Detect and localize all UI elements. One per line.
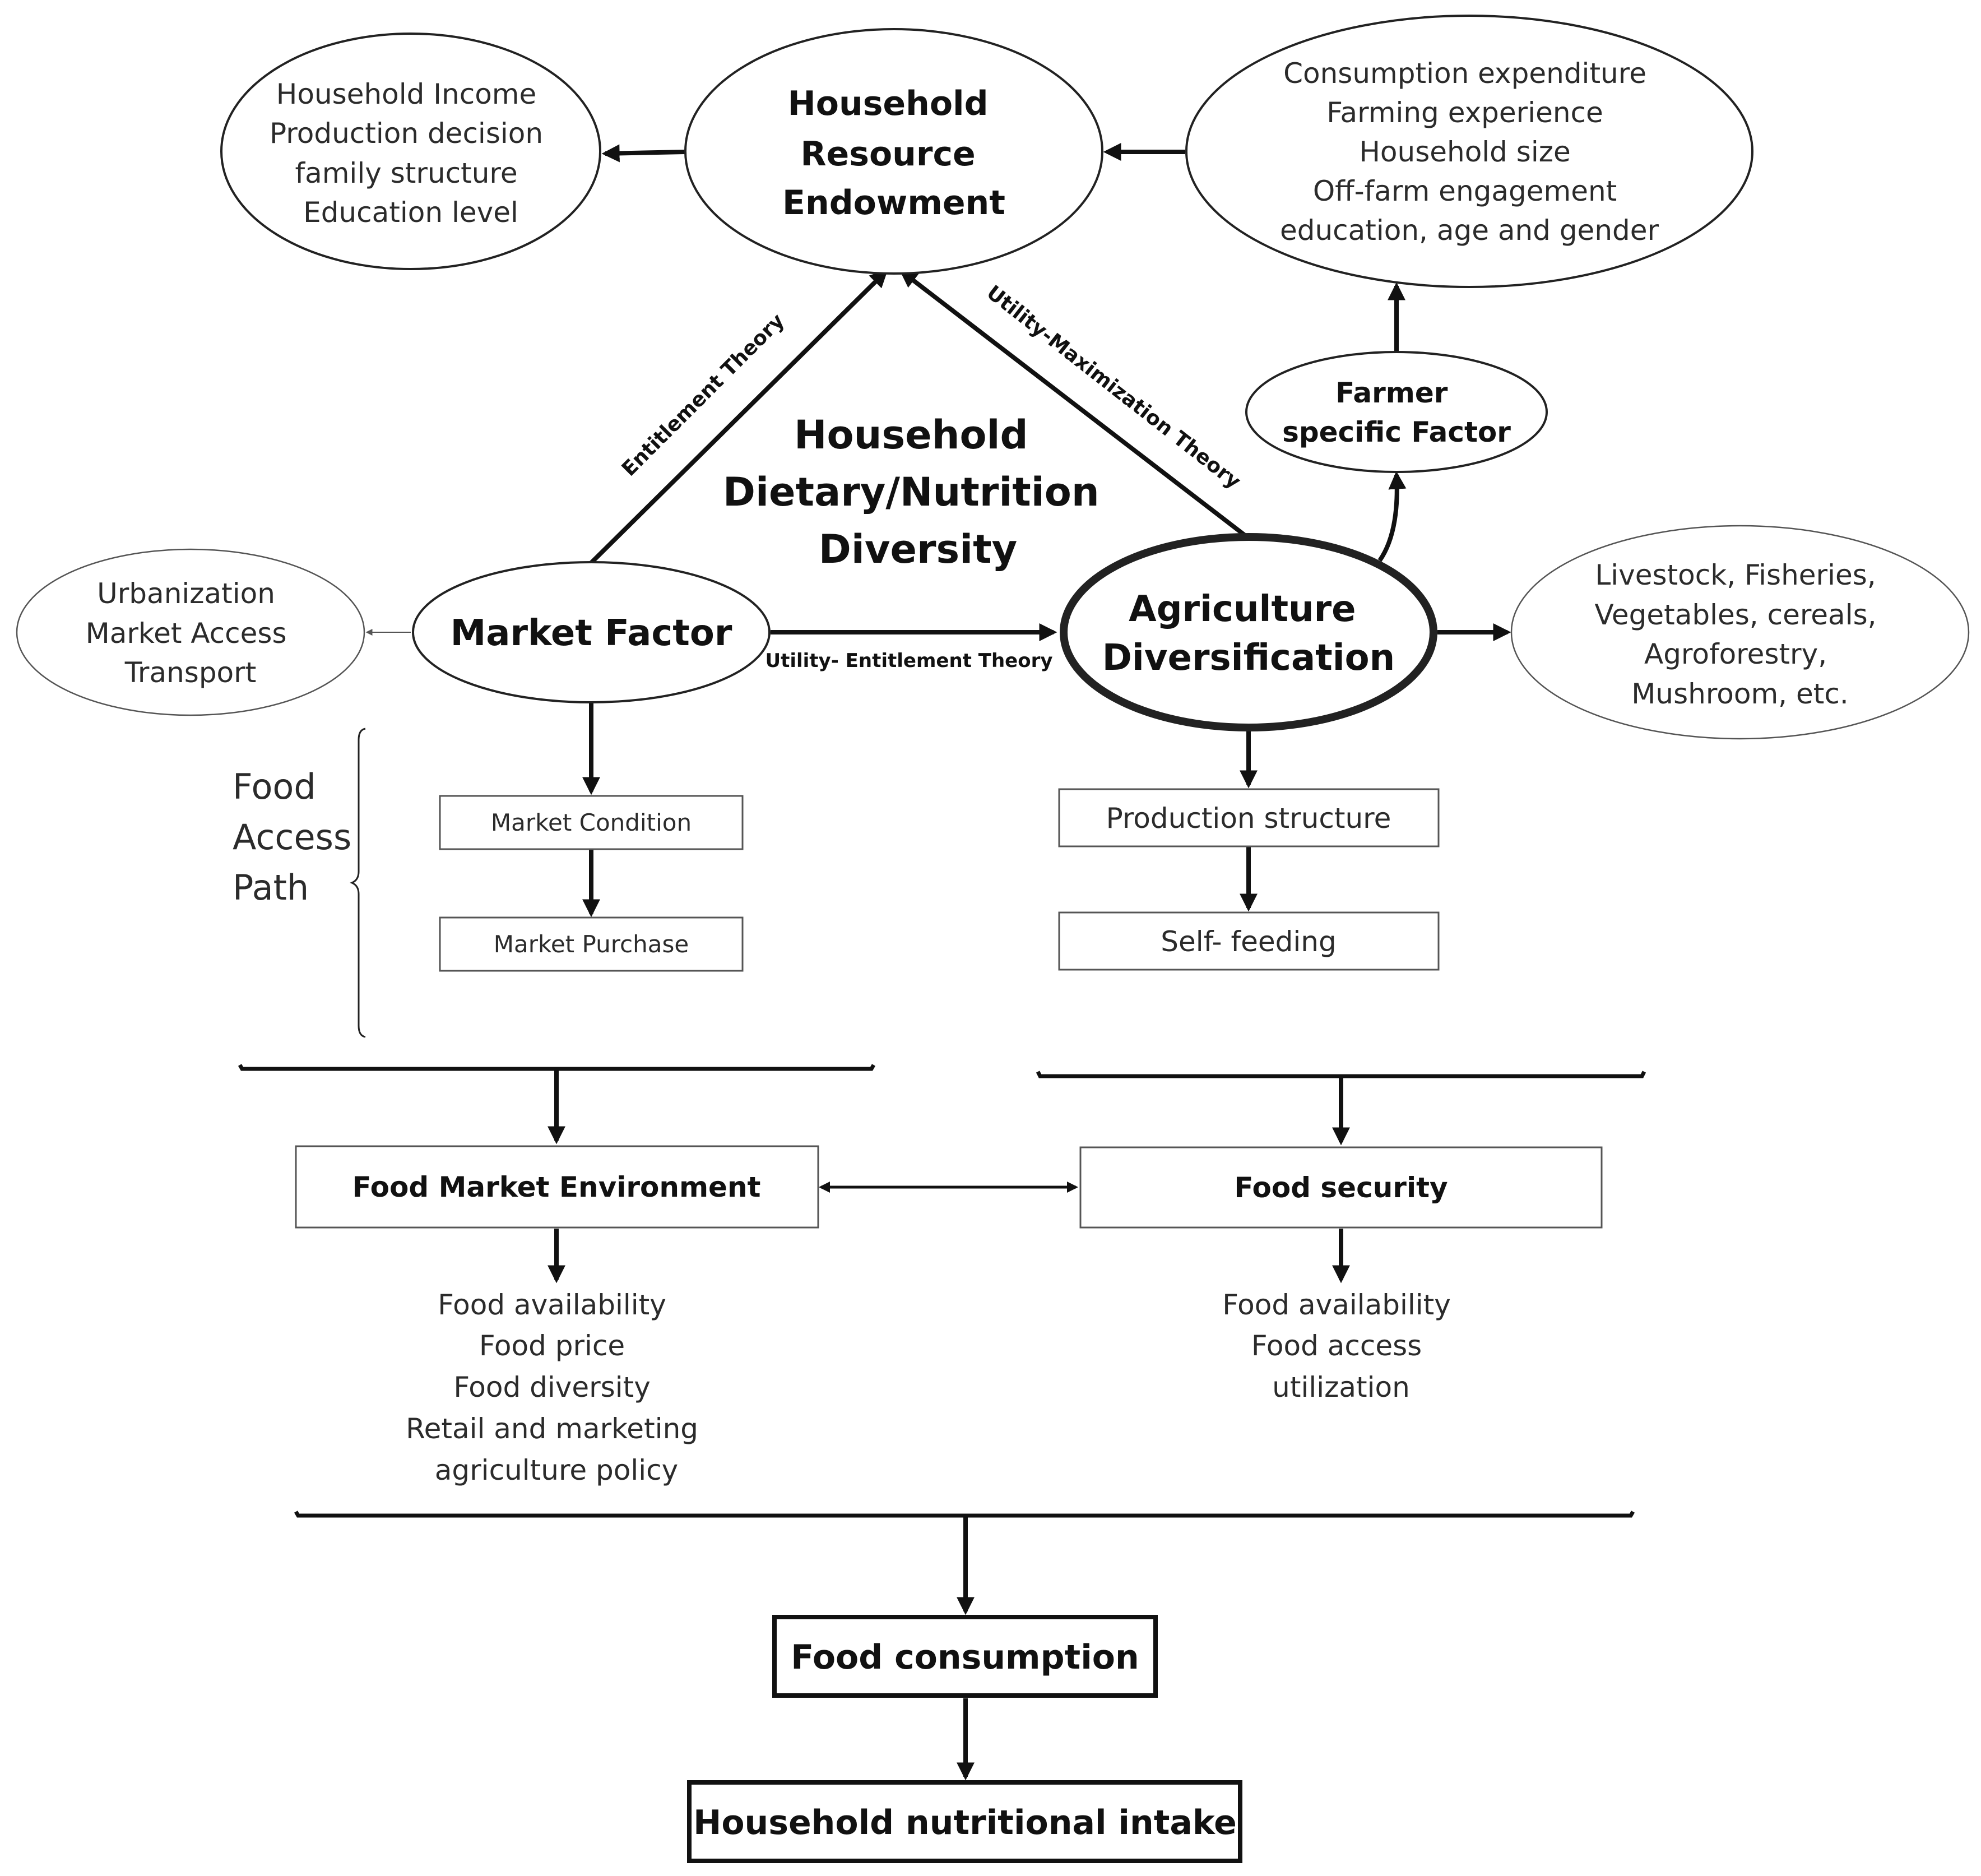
- food-consumption-box: [772, 1615, 1158, 1698]
- edge-agri-to-farmer-specific: [1377, 471, 1407, 562]
- nutritional-intake-box: [687, 1780, 1242, 1863]
- self-feeding-label: Self- feeding: [1161, 925, 1336, 958]
- production-structure-label: Production structure: [1106, 802, 1391, 835]
- edge-resource-to-factors: [601, 144, 685, 163]
- farmer-specific-factor-node: [1245, 351, 1548, 473]
- market-purchase-label: Market Purchase: [494, 930, 689, 958]
- utility-maximization-theory-label: Utility-Maximization Theory: [982, 281, 1245, 494]
- farmer-characteristics-text: Consumption expenditure Farming experien…: [1280, 57, 1659, 247]
- utility-entitlement-theory-label: Utility- Entitlement Theory: [765, 650, 1052, 672]
- market-drivers-node: [16, 548, 365, 716]
- market-purchase-box: [439, 916, 744, 972]
- bar-agri-path: [1036, 1071, 1646, 1078]
- household-resource-endowment-node: [684, 28, 1103, 275]
- market-condition-box: [439, 795, 744, 850]
- agri-types-node: [1510, 525, 1970, 740]
- food-security-items-text: Food availability Food access utilizatio…: [1222, 1289, 1460, 1403]
- household-resource-endowment-label: Household Resource Endowment: [782, 84, 1005, 223]
- bar-market-path: [238, 1064, 876, 1071]
- food-security-box: [1079, 1146, 1603, 1229]
- market-factor-node: [412, 561, 771, 703]
- farmer-characteristics-node: [1185, 15, 1753, 288]
- food-security-label: Food security: [1234, 1171, 1448, 1204]
- agri-types-text: Livestock, Fisheries, Vegetables, cereal…: [1595, 559, 1886, 710]
- food-access-path-brace: [350, 728, 366, 1038]
- diagram-title: Household Dietary/Nutrition Diversity: [723, 412, 1113, 572]
- production-structure-box: [1058, 788, 1440, 847]
- nutritional-intake-label: Household nutritional intake: [693, 1803, 1237, 1842]
- food-market-environment-box: [295, 1145, 819, 1229]
- food-consumption-label: Food consumption: [791, 1638, 1139, 1677]
- self-feeding-box: [1058, 911, 1440, 971]
- food-market-environment-label: Food Market Environment: [352, 1171, 761, 1203]
- agriculture-diversification-node: [1060, 533, 1437, 731]
- food-access-path-label: Food Access Path: [233, 766, 363, 908]
- bar-bottom: [294, 1511, 1635, 1518]
- resource-factors-text: Household Income Production decision fam…: [270, 78, 552, 229]
- food-market-items-text: Food availability Food price Food divers…: [406, 1289, 707, 1486]
- market-condition-label: Market Condition: [491, 809, 692, 836]
- farmer-specific-factor-label: Farmer specific Factor: [1282, 377, 1511, 448]
- edge-market-to-resource: [590, 269, 888, 564]
- market-drivers-text: Urbanization Market Access Transport: [86, 577, 296, 689]
- resource-factors-node: [220, 33, 601, 270]
- edge-agri-to-resource: [899, 270, 1250, 540]
- agriculture-diversification-label: Agriculture Diversification: [1102, 589, 1395, 679]
- market-factor-label: Market Factor: [451, 613, 732, 654]
